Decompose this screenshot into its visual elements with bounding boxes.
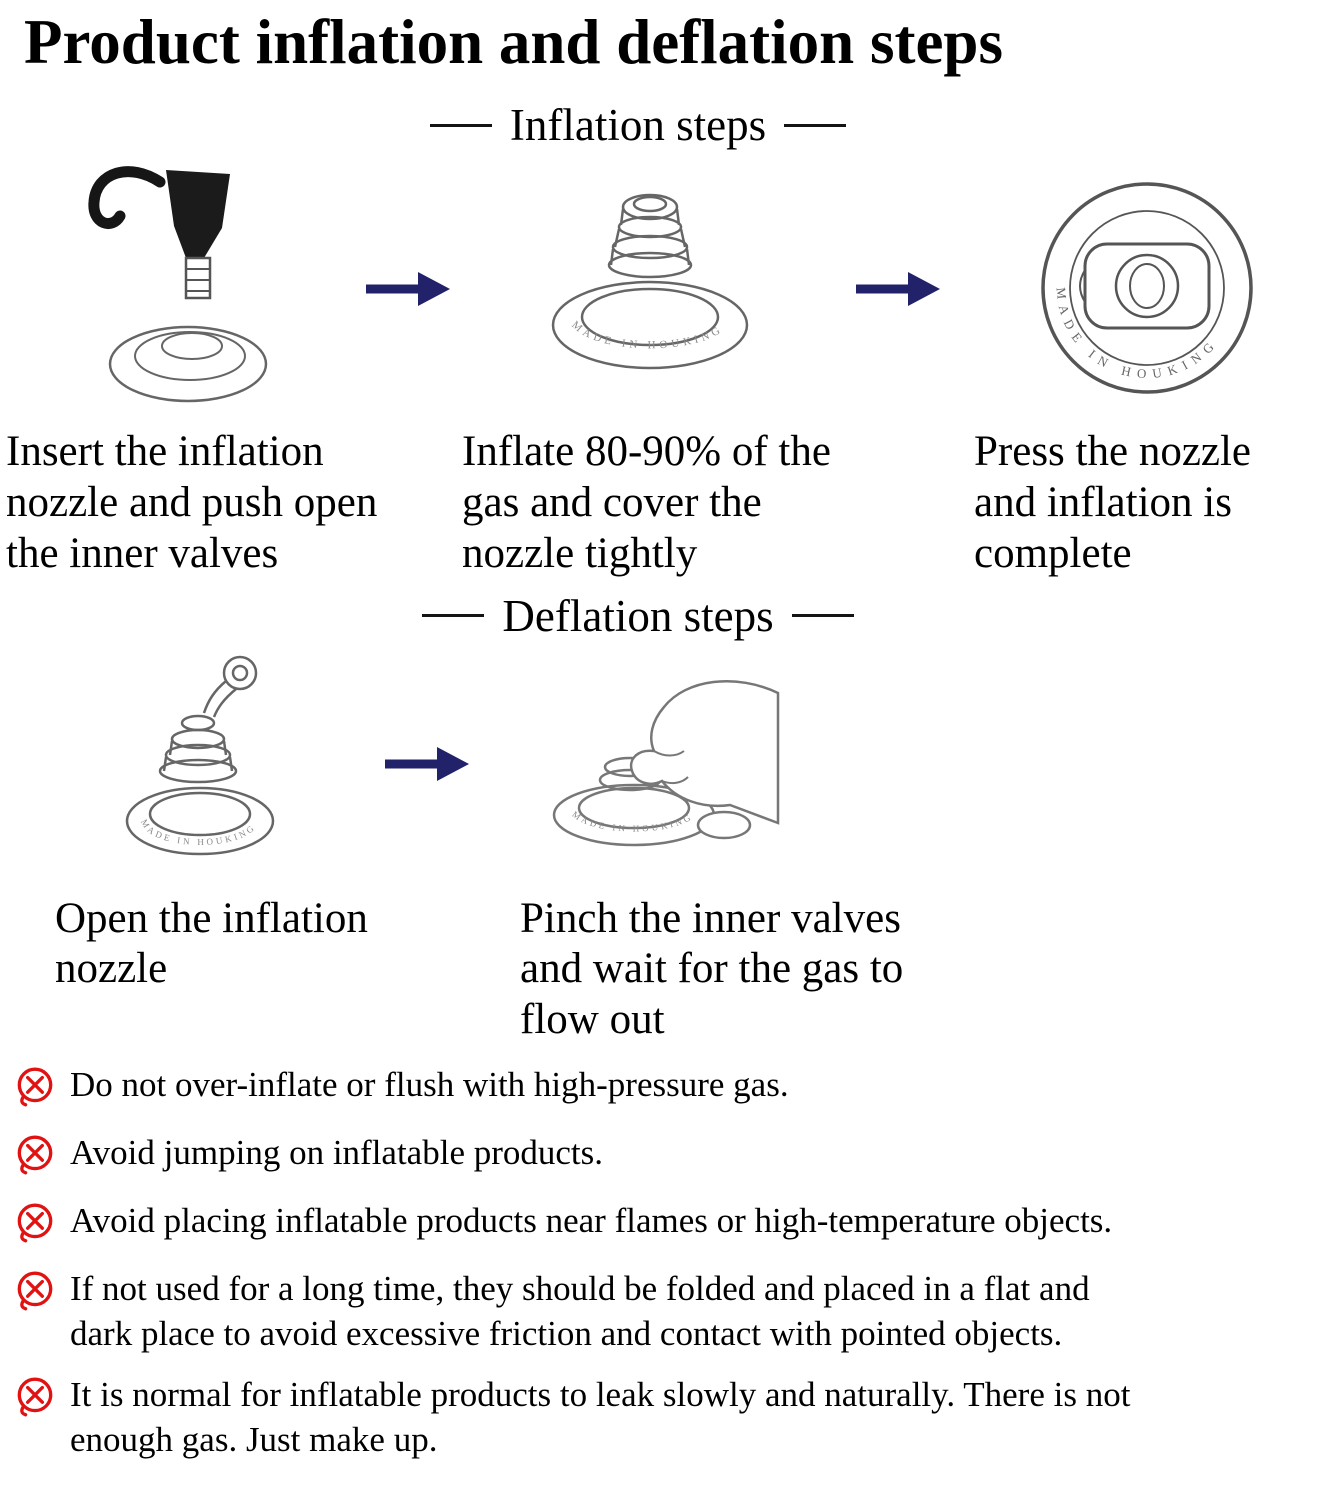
deflation-captions-row: Open the inflation nozzle Pinch the inne… [0,894,1340,1046]
deflation-step1-open-valve-illustration: MADE IN HOUKING [118,647,293,887]
stamp-text: MADE IN HOUKING [570,809,691,834]
heading-rule-right [784,123,847,127]
warning-text: Avoid placing inflatable products near f… [70,1200,1113,1240]
right-arrow-icon [852,266,942,317]
inflation-heading-label: Inflation steps [509,100,767,151]
svg-text:MADE IN HOUKING: MADE IN HOUKING [139,817,258,846]
deflation-step2-pinch-valve-illustration: MADE IN HOUKING [526,677,781,857]
inflation-step3-pressed-valve-top-illustration: MADE IN HOUKING [1032,174,1262,409]
instruction-sheet: Product inflation and deflation steps In… [0,7,1340,1508]
inflation-section-heading: Inflation steps [0,99,1308,151]
warning-text: Avoid jumping on inflatable products. [70,1132,604,1172]
prohibited-x-icon [12,1268,60,1319]
prohibited-x-icon [12,1200,60,1251]
heading-rule-left [422,614,485,617]
svg-text:MADE IN HOUKING: MADE IN HOUKING [569,319,725,352]
deflation-section-heading: Deflation steps [0,590,1308,642]
inflation-figures-row: MADE IN HOUKING [0,165,1340,417]
stamp-text: MADE IN HOUKING [569,319,721,352]
page-title: Product inflation and deflation steps [24,7,1003,77]
warning-text: Do not over-inflate or flush with high-p… [70,1064,789,1104]
warning-item: If not used for a long time, they should… [12,1266,1340,1357]
warnings-list: Do not over-inflate or flush with high-p… [0,1062,1340,1463]
inflation-step2-caption: Inflate 80-90% of the gas and cover the … [462,428,831,577]
warning-text: If not used for a long time, they should… [70,1268,1090,1354]
stamp-text: MADE IN HOUKING [139,817,255,846]
inflation-step1-pump-nozzle-illustration [82,166,272,416]
heading-rule-left [429,123,492,127]
heading-rule-right [791,614,854,617]
deflation-step1-caption: Open the inflation nozzle [55,894,368,993]
warning-item: Do not over-inflate or flush with high-p… [12,1062,1340,1115]
warning-item: It is normal for inflatable products to … [12,1372,1340,1463]
right-arrow-icon [362,266,452,317]
deflation-step2-caption: Pinch the inner valves and wait for the … [520,894,904,1043]
inflation-captions-row: Insert the inflation nozzle and push ope… [0,427,1340,579]
warning-item: Avoid jumping on inflatable products. [12,1130,1340,1183]
right-arrow-icon [381,741,471,792]
svg-text:MADE IN HOUKING: MADE IN HOUKING [570,809,694,834]
inflation-step1-caption: Insert the inflation nozzle and push ope… [6,428,378,577]
warning-text: It is normal for inflatable products to … [70,1374,1131,1460]
deflation-heading-label: Deflation steps [502,590,774,641]
prohibited-x-icon [12,1132,60,1183]
prohibited-x-icon [12,1374,60,1425]
inflation-step2-closed-valve-illustration: MADE IN HOUKING [542,183,762,400]
warning-item: Avoid placing inflatable products near f… [12,1198,1340,1251]
prohibited-x-icon [12,1064,60,1115]
inflation-step3-caption: Press the nozzle and inflation is comple… [974,428,1252,577]
deflation-figures-row: MADE IN HOUKING [0,648,1340,886]
